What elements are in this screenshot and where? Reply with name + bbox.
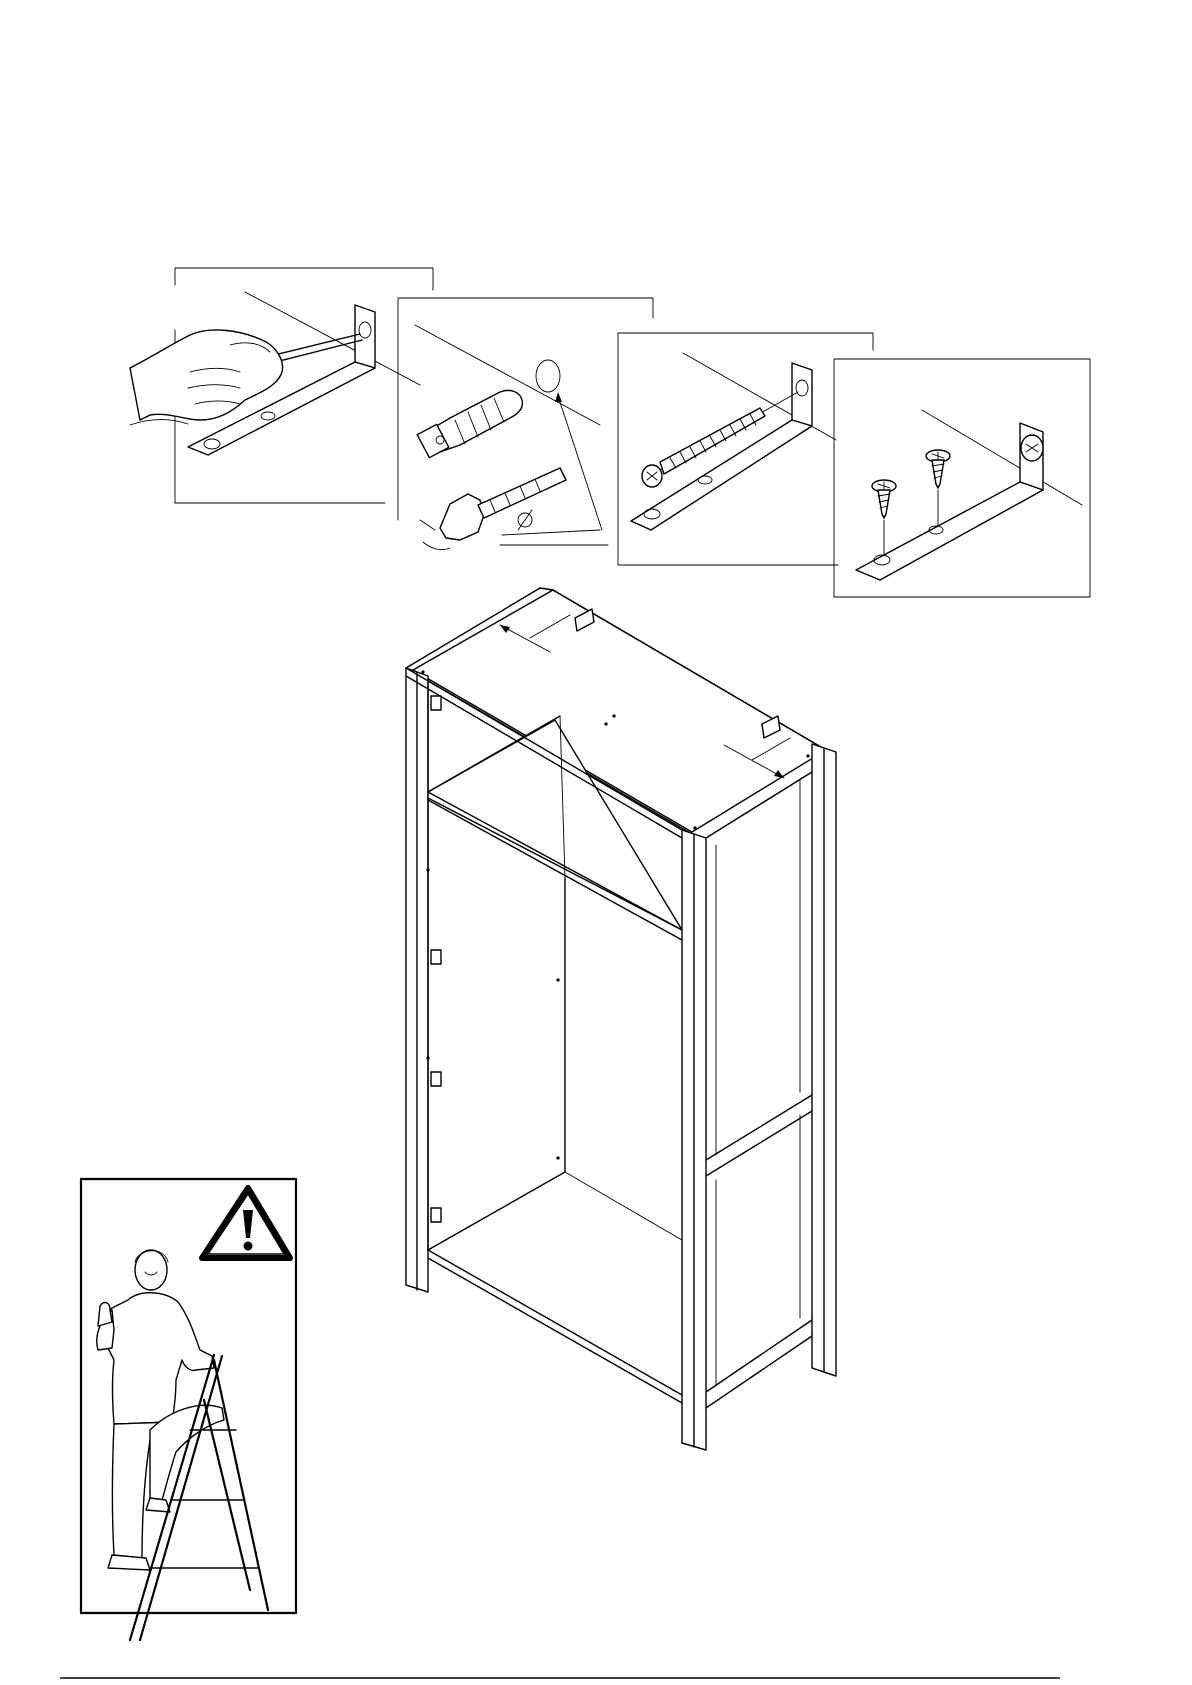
- step-panel-cabinet-screws: [834, 359, 1090, 597]
- hinge-icon: [431, 696, 441, 1222]
- drill-bit-wall-plug-icon: [420, 468, 566, 550]
- warning-box: [81, 1179, 296, 1640]
- angle-bracket-icon: [631, 363, 812, 530]
- step-panel-mark: [130, 268, 433, 503]
- person-on-step-ladder-icon: [97, 1250, 268, 1640]
- cabinet-illustration: [406, 588, 836, 1450]
- warning-triangle-icon: [202, 1188, 290, 1258]
- step-panel-drill: [398, 298, 653, 550]
- wall-plug-icon: [417, 390, 522, 457]
- step-panel-wall-screw: [618, 333, 873, 565]
